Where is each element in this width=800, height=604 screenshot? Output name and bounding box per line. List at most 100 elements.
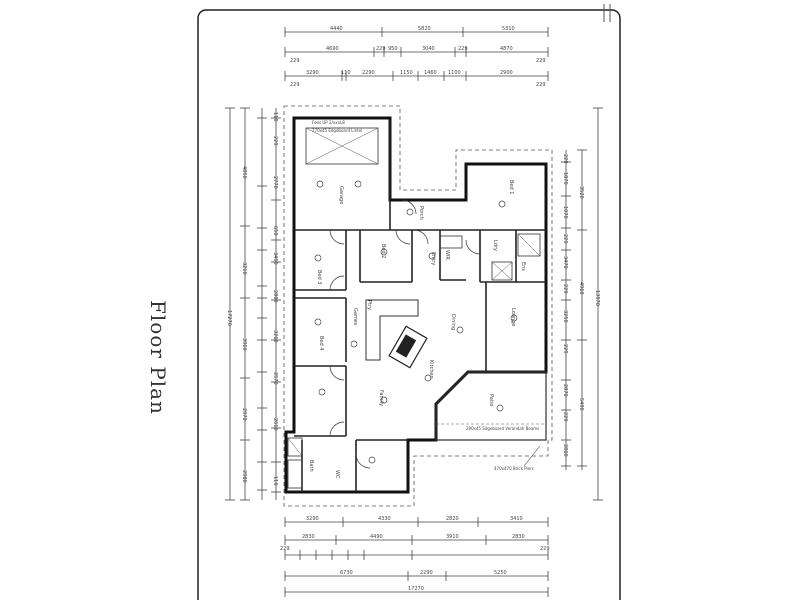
dim-label: 3910: [446, 534, 459, 540]
room-label-kitchen: Kitchen: [428, 360, 434, 379]
sheet-border: [197, 9, 621, 604]
bath-shower-diagonal: [287, 437, 303, 457]
dim-label: 1150: [400, 70, 413, 76]
dim-label: 2290: [362, 70, 375, 76]
dim-label: 4850: [241, 166, 247, 179]
dim-label: 2770: [272, 176, 278, 189]
garage-door-diagonal: [305, 127, 379, 165]
room-label-bed3: Bed 3: [316, 270, 322, 284]
dim-label: 3410: [510, 516, 523, 522]
dim-label: 2860: [562, 444, 568, 457]
light-points: [314, 180, 518, 464]
dim-label: 6730: [340, 570, 353, 576]
dim-label: 229: [562, 234, 568, 244]
dim-label: 4490: [370, 534, 383, 540]
dim-label: 2820: [446, 516, 459, 522]
dim-label: 229: [540, 546, 550, 552]
dim-label: 229: [536, 58, 546, 64]
dim-label: 2830: [512, 534, 525, 540]
roofline-dashed: [283, 105, 553, 507]
right-dimension-text: 13970 3520 4960 5490 229 1870 1070 229 3…: [562, 154, 600, 457]
dim-label: 2570: [272, 372, 278, 385]
top-dimensions: [284, 27, 549, 81]
dim-label: 3450: [272, 252, 278, 265]
bottom-dimensions: [284, 517, 549, 597]
top-ticks: [284, 27, 549, 81]
dim-label: 2970: [241, 408, 247, 421]
dim-label: 5250: [494, 570, 507, 576]
dim-label: 2870: [562, 384, 568, 397]
dim-label: 229: [376, 46, 386, 52]
dim-label: 17270: [226, 310, 232, 326]
room-label-lounge: Lounge: [510, 308, 516, 326]
dim-label: 2880: [272, 290, 278, 303]
room-label-family: Family: [378, 390, 384, 406]
dim-label: 17270: [408, 586, 424, 592]
dim-label: 4440: [330, 26, 343, 32]
kitchen-island: [388, 325, 428, 369]
right-ticks: [561, 107, 603, 501]
dim-label: 4690: [326, 46, 339, 52]
dim-label: 3210: [241, 262, 247, 275]
dim-label: 3250: [562, 310, 568, 323]
note-garage-top: Fees UP 2/xxxL8: [312, 120, 345, 125]
plan-title: Floor Plan: [146, 300, 170, 415]
bottom-ticks: [284, 517, 549, 597]
dim-label: 229: [272, 136, 278, 146]
bath-shower: [287, 437, 303, 457]
room-label-games: Games: [352, 308, 358, 326]
trough-diagonal: [491, 261, 513, 281]
dim-label: 229: [458, 46, 468, 52]
room-label-bed1: Bed 1: [508, 180, 514, 194]
kitchen-bench: [365, 299, 419, 361]
room-label-wc: WC: [334, 470, 340, 479]
room-label-porch: Porch: [418, 206, 424, 220]
dim-label: 5490: [578, 398, 584, 411]
dim-label: 13970: [594, 290, 600, 306]
dim-label: 950: [388, 46, 398, 52]
dim-label: 229: [562, 284, 568, 294]
dim-label: 1100: [448, 70, 461, 76]
dim-label: 4960: [578, 282, 584, 295]
dim-label: 4870: [500, 46, 513, 52]
garage-door: [305, 127, 379, 165]
note-garage-lintel: 270x45 Edgeboard Lintel: [312, 128, 362, 133]
room-label-entry: Entry: [430, 252, 436, 265]
dim-label: 1070: [562, 206, 568, 219]
room-label-bed2: Bed 2: [380, 244, 386, 258]
dim-label: 229: [562, 154, 568, 164]
door-swings: [329, 199, 481, 469]
left-dimension-text: 17270 4850 3210 3960 2970 2980 110 229 2…: [226, 112, 278, 486]
ensuite-shower: [517, 233, 541, 257]
dim-label: 229: [562, 412, 568, 422]
note-patio-beam: 290x45 Edgeboard Verandah Beams: [466, 426, 539, 431]
bottom-dimension-text: 3290 4330 2820 3410 2830 4490 3910 2830 …: [280, 516, 550, 592]
cooktop: [395, 334, 417, 358]
room-label-wir: WIR: [444, 250, 450, 260]
room-label-bath: Bath: [308, 460, 314, 472]
dim-label: 3040: [422, 46, 435, 52]
dim-label: 229: [290, 82, 300, 88]
dim-label: 110: [272, 476, 278, 486]
dim-label: 5310: [502, 26, 515, 32]
bath-tub: [287, 459, 303, 489]
dim-label: 229: [290, 58, 300, 64]
internal-walls: [294, 120, 546, 492]
dim-label: 3290: [306, 70, 319, 76]
note-brick-piers: 470x470 Brick Piers: [494, 466, 534, 471]
dim-label: 229: [562, 344, 568, 354]
room-label-dining: Dining: [450, 314, 456, 330]
dim-label: 1870: [562, 172, 568, 185]
shower-diagonal: [517, 233, 541, 257]
dim-label: 2290: [420, 570, 433, 576]
dim-label: 3470: [562, 256, 568, 269]
dim-label: 2610: [272, 418, 278, 431]
room-labels: Garage Bed 3 Bed 2 Bed 4 Bed 1 Ens WIR L…: [308, 180, 526, 479]
dim-label: 2900: [500, 70, 513, 76]
leader-line: [523, 445, 541, 467]
patio-outline: [435, 371, 547, 441]
top-dimension-text: 4440 5820 5310 4690 229 950 3040 229 487…: [290, 26, 546, 88]
dim-label: 1460: [424, 70, 437, 76]
plan-notes: Fees UP 2/xxxL8 270x45 Edgeboard Lintel …: [312, 120, 539, 471]
